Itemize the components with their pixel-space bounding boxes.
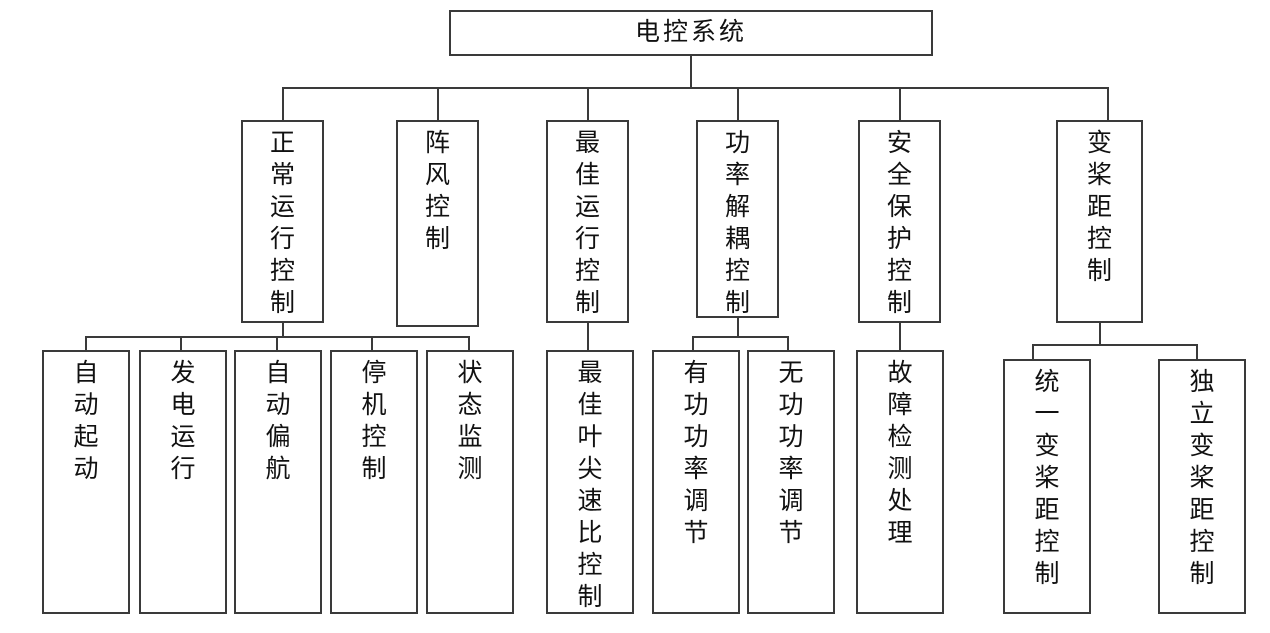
node-auto-start-label: 自动起动 <box>73 360 99 483</box>
node-individual-pitch-control: 独立变桨距控制 <box>1158 359 1246 614</box>
node-fault-detection-handling: 故障检测处理 <box>856 350 944 614</box>
node-pitch-control-label: 变桨距控制 <box>1086 130 1112 285</box>
node-unified-pitch-control: 统一变桨距控制 <box>1003 359 1091 614</box>
connector-bus-normal-operation-control <box>85 336 386 338</box>
node-optimal-operation-control-label: 最佳运行控制 <box>574 130 600 317</box>
connector-drop-individual-pitch-control <box>1196 344 1198 360</box>
node-power-decoupling-control-label: 功率解耦控制 <box>724 130 750 317</box>
connector-stem-pitch-control <box>1099 323 1101 345</box>
node-active-power-regulation-label: 有功功率调节 <box>683 360 709 547</box>
node-individual-pitch-control-label: 独立变桨距控制 <box>1189 369 1215 588</box>
node-normal-operation-control: 正常运行控制 <box>241 120 324 323</box>
node-reactive-power-regulation-label: 无功功率调节 <box>778 360 804 547</box>
node-optimal-tip-speed-ratio-control: 最佳叶尖速比控制 <box>546 350 634 614</box>
node-optimal-operation-control: 最佳运行控制 <box>546 120 629 323</box>
node-power-generation-operation: 发电运行 <box>139 350 227 614</box>
node-active-power-regulation: 有功功率调节 <box>652 350 740 614</box>
node-status-monitoring-label: 状态监测 <box>457 360 483 483</box>
connector-bus-pitch-control <box>1032 344 1198 346</box>
connector-drop-status-monitoring <box>468 336 470 351</box>
connector-bus-normal-operation-control-ext <box>384 336 470 338</box>
node-shutdown-control: 停机控制 <box>330 350 418 614</box>
node-optimal-tip-speed-ratio-control-label: 最佳叶尖速比控制 <box>577 360 603 611</box>
connector-drop-reactive-power-regulation <box>787 336 789 351</box>
node-gust-control-label: 阵风控制 <box>424 130 450 253</box>
connector-stem-safety-protection-control <box>899 323 901 351</box>
connector-drop-auto-start <box>85 336 87 351</box>
node-auto-yaw-label: 自动偏航 <box>265 360 291 483</box>
node-reactive-power-regulation: 无功功率调节 <box>747 350 835 614</box>
node-root-label: 电控系统 <box>634 19 747 46</box>
connector-drop-unified-pitch-control <box>1032 344 1034 360</box>
connector-bus-power-decoupling-control <box>692 336 789 338</box>
node-pitch-control: 变桨距控制 <box>1056 120 1143 323</box>
connector-stem-optimal-operation-control <box>587 323 589 351</box>
node-power-decoupling-control: 功率解耦控制 <box>696 120 779 318</box>
node-safety-protection-control: 安全保护控制 <box>858 120 941 323</box>
connector-drop-power-generation-operation <box>180 336 182 351</box>
connector-drop-auto-yaw <box>276 336 278 351</box>
connector-drop-shutdown-control <box>371 336 373 351</box>
connector-root-stem <box>690 56 692 88</box>
node-power-generation-operation-label: 发电运行 <box>170 360 196 483</box>
node-root: 电控系统 <box>449 10 933 56</box>
node-safety-protection-control-label: 安全保护控制 <box>886 130 912 317</box>
connector-stem-normal-operation-control <box>282 323 284 337</box>
connector-drop-gust-control <box>437 87 439 121</box>
connector-drop-safety-protection-control <box>899 87 901 121</box>
connector-drop-power-decoupling-control <box>737 87 739 121</box>
node-auto-start: 自动起动 <box>42 350 130 614</box>
node-normal-operation-control-label: 正常运行控制 <box>269 130 295 317</box>
node-gust-control: 阵风控制 <box>396 120 479 327</box>
node-shutdown-control-label: 停机控制 <box>361 360 387 483</box>
node-fault-detection-handling-label: 故障检测处理 <box>887 360 913 547</box>
connector-drop-active-power-regulation <box>692 336 694 351</box>
connector-drop-pitch-control <box>1107 87 1109 121</box>
connector-drop-optimal-operation-control <box>587 87 589 121</box>
connector-main-bus <box>282 87 1109 89</box>
node-status-monitoring: 状态监测 <box>426 350 514 614</box>
node-auto-yaw: 自动偏航 <box>234 350 322 614</box>
connector-drop-normal-operation-control <box>282 87 284 121</box>
node-unified-pitch-control-label: 统一变桨距控制 <box>1034 369 1060 588</box>
connector-stem-power-decoupling-control <box>737 318 739 337</box>
